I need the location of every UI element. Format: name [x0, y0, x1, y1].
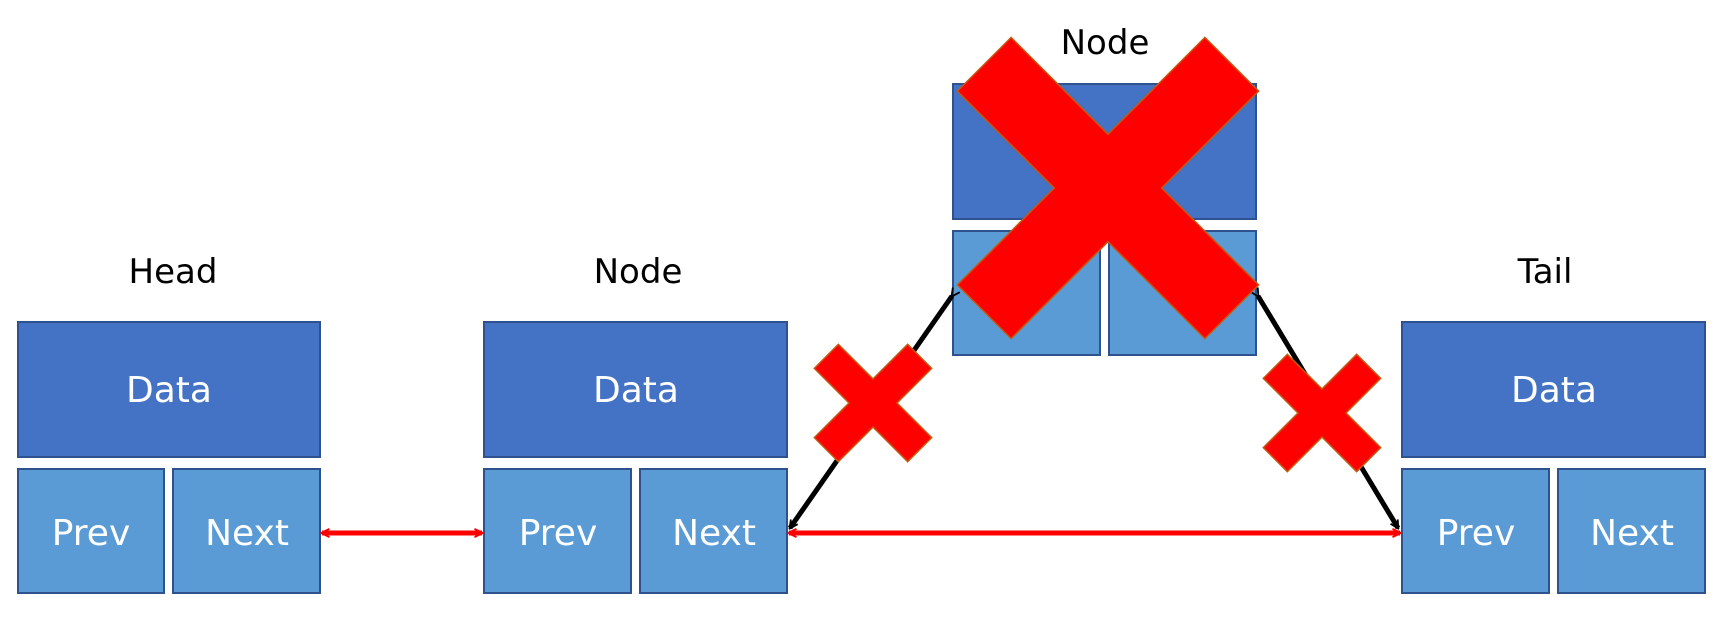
second-prev-box: [483, 468, 632, 594]
second-data-label: Data: [593, 370, 679, 411]
tail-data-box: [1401, 321, 1706, 458]
tail-next-box: [1557, 468, 1706, 594]
second-next-box: [639, 468, 788, 594]
second-node-title: Node: [594, 252, 683, 292]
cross-left-icon: [813, 343, 933, 463]
head-data-box: [17, 321, 321, 458]
second-prev-label: Prev: [519, 513, 598, 554]
head-prev-label: Prev: [52, 513, 131, 554]
removed-node-title: Node: [1061, 23, 1150, 63]
tail-node-title: Tail: [1517, 252, 1573, 292]
tail-data-label: Data: [1511, 370, 1597, 411]
tail-next-label: Next: [1590, 513, 1674, 554]
head-next-box: [172, 468, 321, 594]
second-next-label: Next: [672, 513, 756, 554]
head-next-label: Next: [205, 513, 289, 554]
tail-prev-box: [1401, 468, 1550, 594]
delete-cross-icon: [956, 36, 1260, 340]
second-node: Node Data Prev Next: [483, 252, 788, 594]
head-data-label: Data: [126, 370, 212, 411]
cross-right-icon: [1262, 353, 1382, 473]
head-prev-box: [17, 468, 165, 594]
tail-node: Tail Data Prev Next: [1401, 252, 1706, 594]
second-data-box: [483, 321, 788, 458]
tail-prev-label: Prev: [1437, 513, 1516, 554]
head-node: Head Data Prev Next: [17, 252, 321, 594]
head-node-title: Head: [129, 252, 218, 292]
